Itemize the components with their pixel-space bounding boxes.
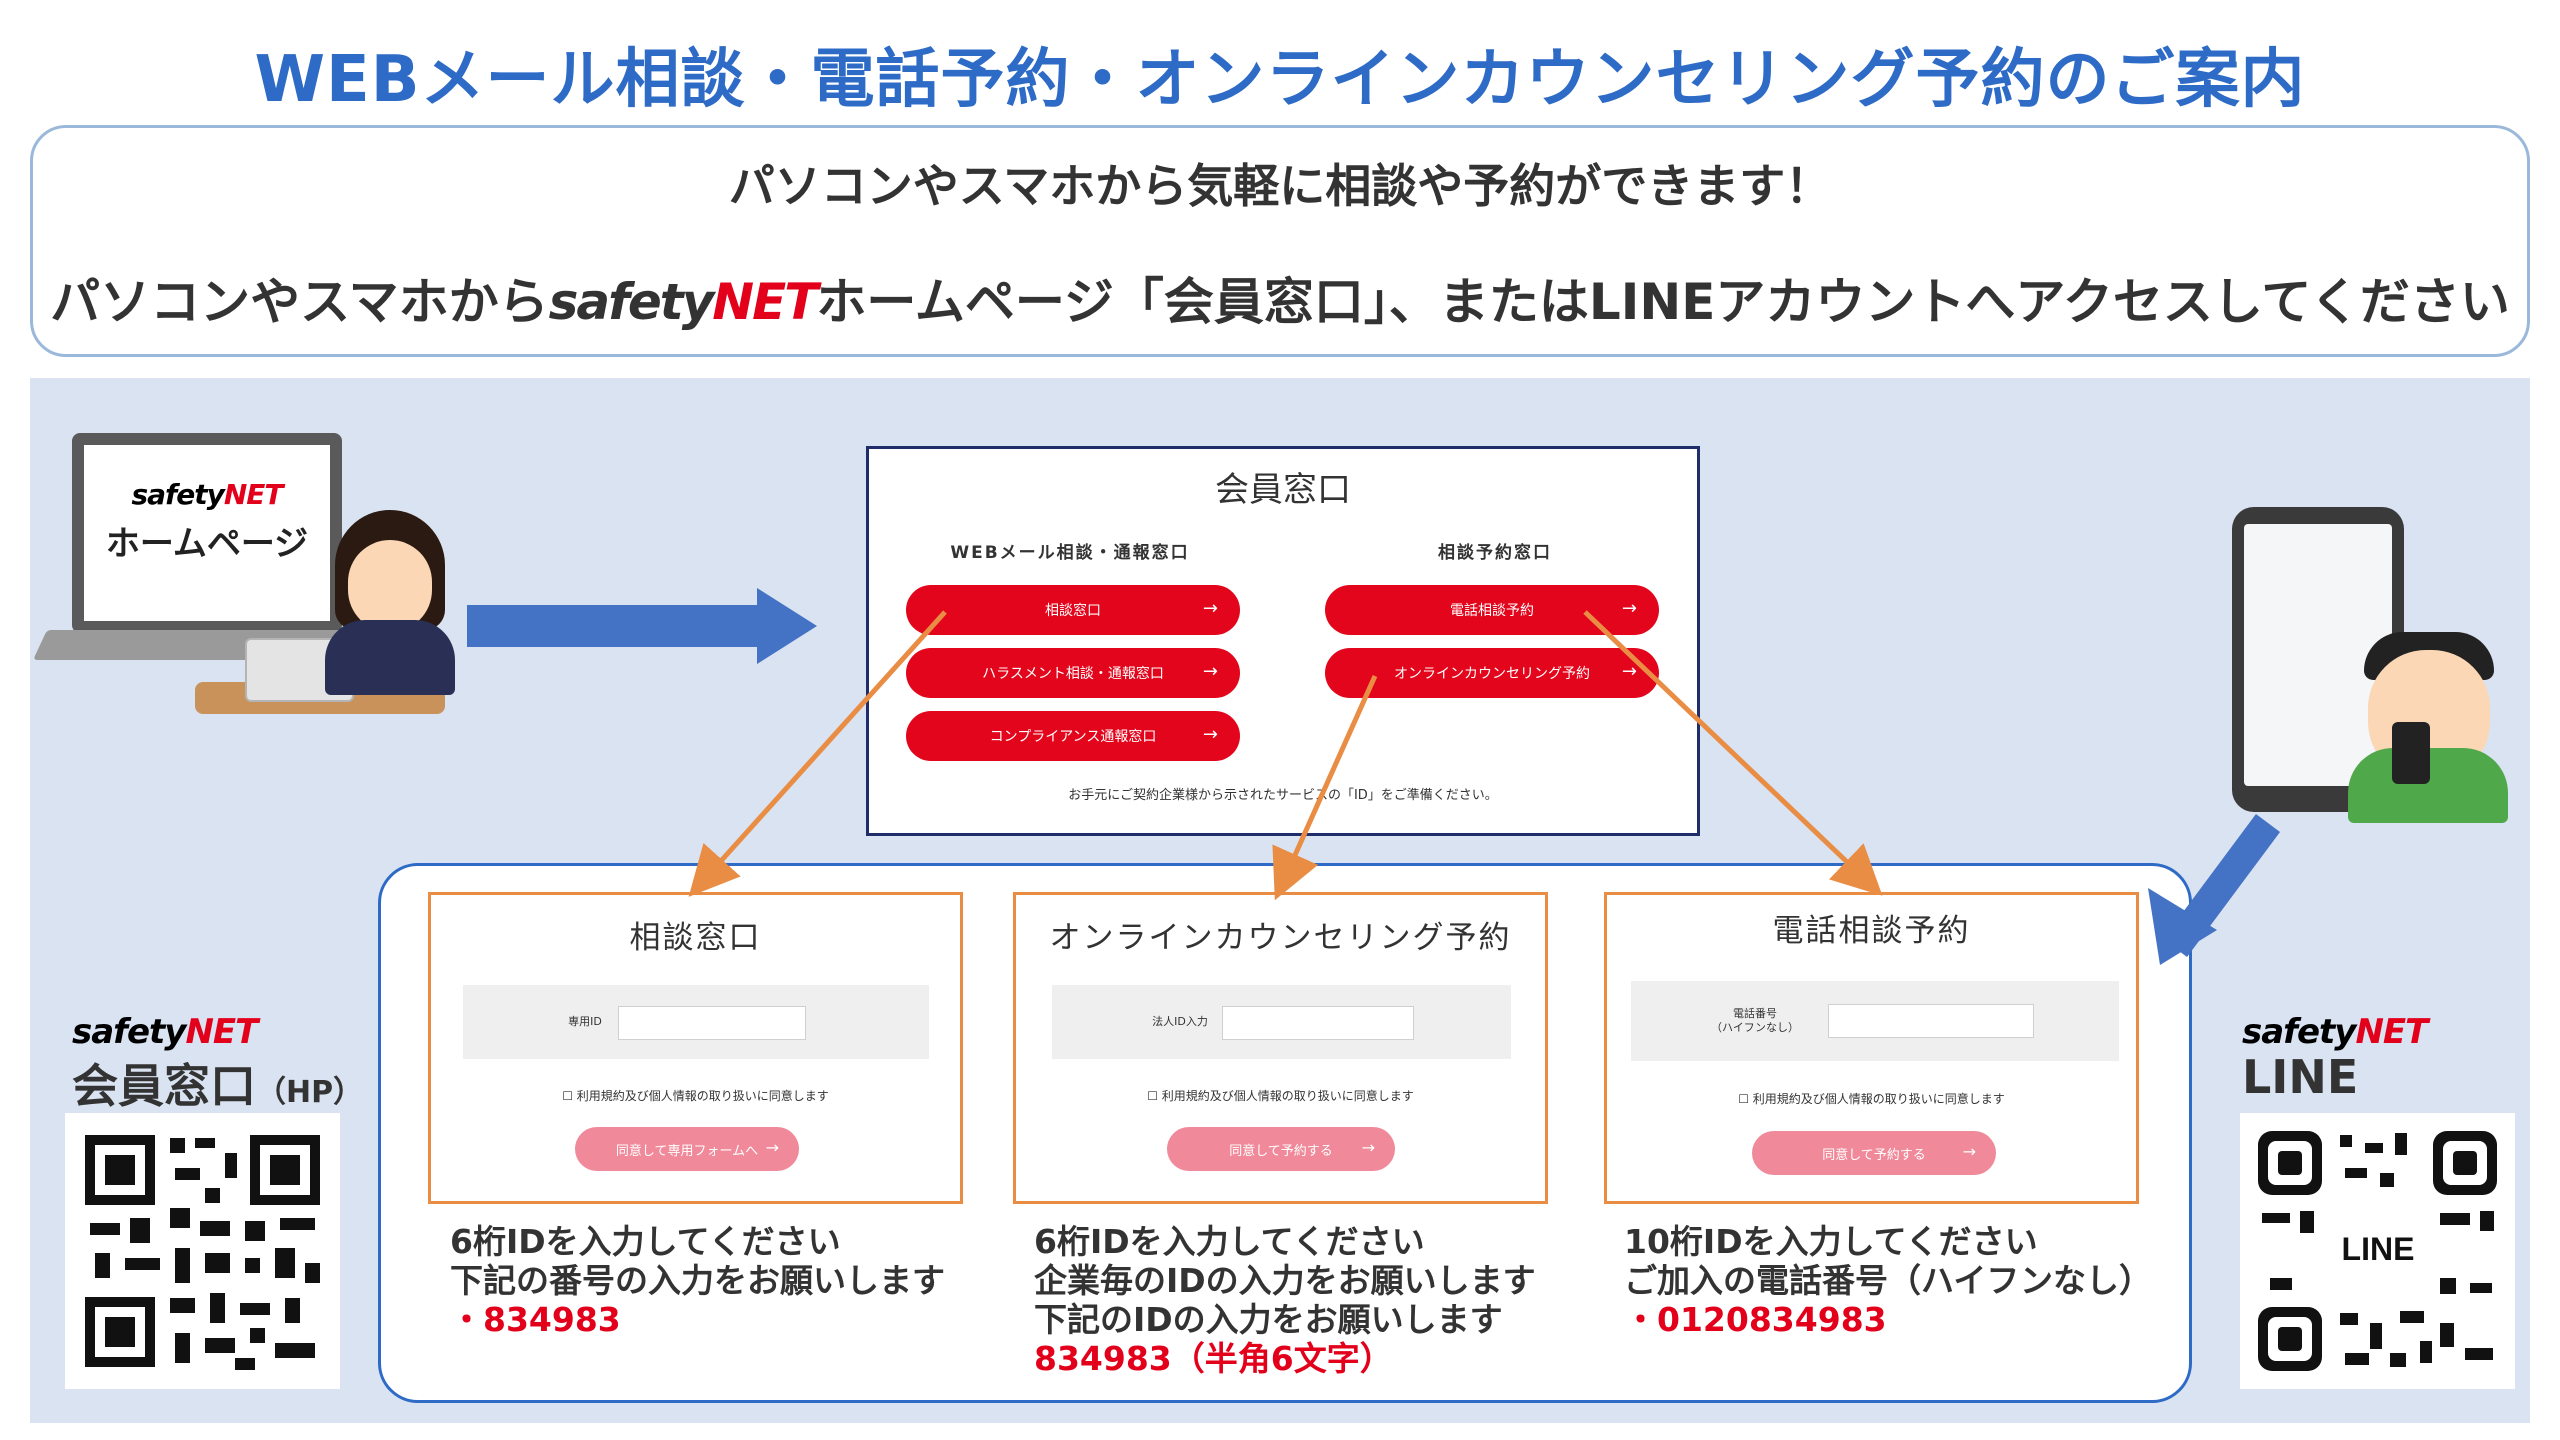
woman-face [348,540,432,632]
id-input[interactable] [618,1006,806,1040]
online-counseling-button[interactable]: オンラインカウンセリング予約→ [1325,648,1659,698]
man-phone-icon [2392,722,2430,784]
line-qr-code[interactable]: LINE [2240,1113,2515,1389]
right-safetynet-logo: safetyNET [2242,1012,2428,1052]
homepage-qr-code[interactable] [65,1113,340,1389]
right-arrow-head [757,588,817,664]
harassment-button[interactable]: ハラスメント相談・通報窓口→ [906,648,1240,698]
agree-checkbox[interactable]: ☐ 利用規約及び個人情報の取り扱いに同意します [1738,1092,2005,1106]
right-qr-label: LINE [2242,1050,2359,1104]
connector-online [1272,674,1378,901]
line-arrow-head [2148,888,2217,965]
agree-reserve-button[interactable]: 同意して予約する→ [1167,1127,1395,1171]
consultation-desc: 6桁IDを入力してください 下記の番号の入力をお願いします ・834983 [450,1222,945,1339]
compliance-button[interactable]: コンプライアンス通報窓口→ [906,711,1240,761]
agree-form-button[interactable]: 同意して専用フォームへ→ [575,1127,799,1171]
intro-box [30,125,2530,357]
line-qr-text: LINE [2342,1231,2415,1267]
webmail-heading: WEBメール相談・通報窓口 [950,543,1190,563]
phone-reservation-desc: 10桁IDを入力してください ご加入の電話番号（ハイフンなし） ・0120834… [1624,1222,2152,1339]
left-qr-label: 会員窓口（HP） [72,1059,364,1113]
laptop-homepage-label: ホームページ [105,524,309,564]
consultation-form-title: 相談窓口 [629,920,762,956]
safetynet-logo: safetyNET [548,273,819,331]
agree-checkbox[interactable]: ☐ 利用規約及び個人情報の取り扱いに同意します [562,1089,829,1103]
intro-line-2-post: ホームページ「会員窓口」、またはLINEアカウントへアクセスしてください [816,273,2510,331]
laptop-safetynet-logo: safetyNET [131,478,283,511]
agree-checkbox[interactable]: ☐ 利用規約及び個人情報の取り扱いに同意します [1147,1089,1414,1103]
phone-number-input[interactable] [1828,1004,2034,1038]
agree-reserve-button[interactable]: 同意して予約する→ [1752,1131,1996,1175]
intro-line-1: パソコンやスマホから気軽に相談や予約ができます！ [728,159,1832,213]
intro-line-2: パソコンやスマホからsafetyNETホームページ「会員窓口」、またはLINEア… [0,262,2560,334]
member-window-title: 会員窓口 [1215,470,1351,510]
woman-body [325,620,455,695]
corporate-id-input[interactable] [1222,1006,1414,1040]
laptop-screen [84,445,330,621]
connector-consultation [688,610,947,897]
online-counseling-form-title: オンラインカウンセリング予約 [1049,920,1512,956]
left-safetynet-logo: safetyNET [72,1012,258,1052]
consultation-button[interactable]: 相談窓口→ [906,585,1240,635]
intro-line-2-pre: パソコンやスマホから [50,273,549,331]
member-window-note: お手元にご契約企業様から示されたサービスの「ID」をご準備ください。 [1068,788,1498,803]
page-title: WEBメール相談・電話予約・オンラインカウンセリング予約のご案内 [254,43,2306,117]
right-arrow-icon [467,605,757,647]
corporate-id-label: 法人ID入力 [1152,1015,1208,1028]
member-window-screenshot [866,446,1700,836]
reservation-heading: 相談予約窓口 [1438,543,1552,563]
id-field-label: 専用ID [568,1015,602,1028]
phone-reservation-form-title: 電話相談予約 [1772,913,1971,949]
phone-number-label: 電話番号（ハイフンなし） [1711,1007,1799,1034]
online-counseling-desc: 6桁IDを入力してください 企業毎のIDの入力をお願いします 下記のIDの入力を… [1034,1222,1536,1378]
connector-phone [1583,610,1883,896]
